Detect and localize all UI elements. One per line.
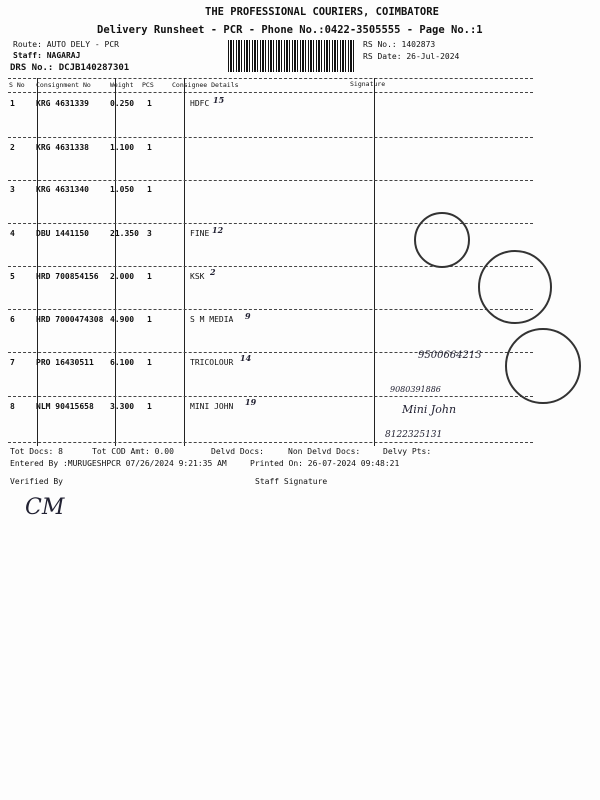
delvd-docs: Delvd Docs: [211, 447, 264, 456]
handwritten-phone: 9500664213 [418, 350, 482, 361]
divider [8, 78, 533, 79]
col-weight: Weight [110, 81, 134, 89]
tot-docs: Tot Docs: 8 [10, 447, 63, 456]
col-sno: S No [9, 81, 25, 89]
divider [8, 92, 533, 93]
stamp-ksk [478, 250, 552, 324]
stamp-tricolour [505, 328, 581, 404]
col-pcs: PCS [142, 81, 154, 89]
drs-number: DRS No.: DCJB140287301 [10, 63, 130, 73]
non-delvd-docs: Non Delvd Docs: [288, 447, 361, 456]
delvy-pts: Delvy Pts: [383, 447, 432, 456]
col-consignee: Consignee Details [172, 81, 239, 89]
handwritten-number: 8122325131 [385, 430, 443, 440]
verified-by: Verified By [10, 477, 63, 486]
printed-on: Printed On: 26-07-2024 09:48:21 [250, 459, 400, 468]
runsheet-title: Delivery Runsheet - PCR - Phone No.:0422… [97, 24, 483, 36]
company-name: THE PROFESSIONAL COURIERS, COIMBATORE [205, 6, 439, 18]
col-signature: Signature [350, 80, 386, 88]
staff-signature: Staff Signature [255, 477, 328, 486]
stamp-fine [414, 212, 470, 268]
entered-by: Entered By :MURUGESHPCR 07/26/2024 9:21:… [10, 459, 227, 468]
verifier-signature: CM [25, 495, 65, 520]
col-consignment: Consignment No [36, 81, 91, 89]
handwritten-name: Mini John [402, 403, 457, 416]
handwritten-phone: 9080391886 [390, 385, 441, 394]
route: Route: AUTO DELY - PCR [13, 40, 119, 49]
rs-number: RS No.: 1402873 [363, 40, 436, 49]
staff: Staff: NAGARAJ [13, 51, 81, 60]
barcode [228, 40, 355, 72]
rs-date: RS Date: 26-Jul-2024 [363, 52, 460, 61]
tot-cod: Tot COD Amt: 0.00 [92, 447, 174, 456]
